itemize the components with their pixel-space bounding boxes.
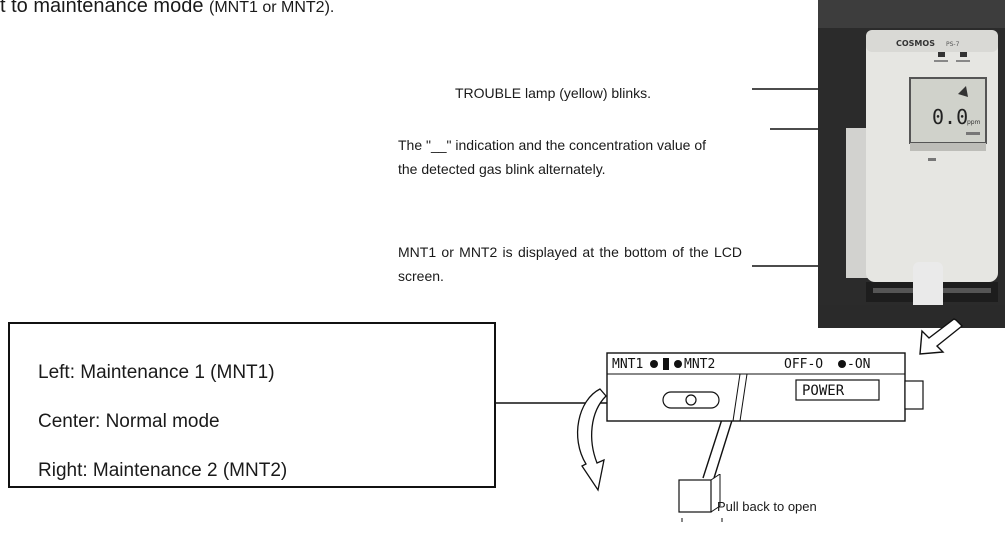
label-mnt2: MNT2	[684, 357, 715, 372]
center-mark-icon	[663, 358, 669, 370]
mnt2-dot-icon	[674, 360, 682, 368]
label-on: -ON	[847, 357, 870, 372]
pull-caption: Pull back to open	[717, 499, 817, 514]
mode-legend-box: Left: Maintenance 1 (MNT1) Center: Norma…	[8, 322, 496, 488]
switch-panel: MNT1 MNT2 OFF-O -ON POWER	[606, 352, 924, 422]
power-switch	[795, 379, 880, 401]
trouble-lamp-icon	[938, 52, 945, 57]
mnt1-dot-icon	[650, 360, 658, 368]
lcd-unit: ppm	[967, 119, 981, 126]
device-photo: COSMOS PS-7 0.0 ppm	[818, 0, 1005, 328]
mode-switch-knob	[685, 394, 697, 406]
mode-left: Left: Maintenance 1 (MNT1)	[38, 362, 275, 383]
heading-suffix: (MNT1 or MNT2).	[209, 0, 335, 16]
alarm-lamp-icon	[960, 52, 967, 57]
lcd-value: 0.0	[932, 105, 968, 129]
label-mnt1: MNT1	[612, 357, 643, 372]
label-power: POWER	[802, 383, 845, 399]
callout-mnt-display: MNT1 or MNT2 is displayed at the bottom …	[398, 244, 742, 284]
label-off: OFF-O	[784, 357, 823, 372]
curved-arrow-icon	[577, 388, 607, 492]
photo-model: PS-7	[946, 41, 960, 48]
on-dot-icon	[838, 360, 846, 368]
down-left-arrow-icon	[919, 318, 964, 355]
mode-right: Right: Maintenance 2 (MNT2)	[38, 460, 288, 481]
callout-trouble-lamp: TROUBLE lamp (yellow) blinks.	[455, 85, 652, 101]
callout-blink: The "__" indication and the concentratio…	[398, 137, 707, 177]
pull-tab	[678, 474, 723, 522]
photo-brand: COSMOS	[896, 39, 935, 48]
page-heading: t to maintenance mode (MNT1 or MNT2).	[0, 0, 334, 18]
heading-text: t to maintenance mode	[0, 0, 210, 17]
lcd-indicator-icon	[958, 86, 968, 97]
mode-center: Center: Normal mode	[38, 411, 220, 432]
